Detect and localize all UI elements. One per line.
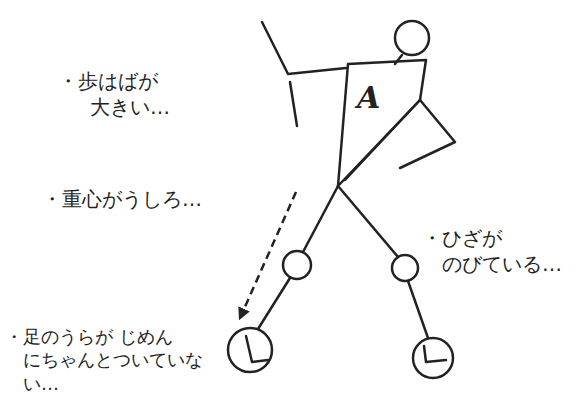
right-thigh	[338, 186, 398, 257]
left-arm	[262, 22, 346, 74]
right-arm	[400, 100, 455, 168]
center-of-gravity-arrow	[240, 192, 296, 318]
left-forearm	[290, 82, 297, 126]
left-foot-mark	[246, 336, 268, 362]
torso-outline	[335, 55, 459, 191]
annotation-note: ・ひざが のびている…	[422, 225, 566, 277]
left-shin	[258, 278, 290, 329]
annotation-note: ・重心がうしろ…	[42, 186, 202, 212]
annotation-note: ・歩はばが 大きい…	[58, 68, 190, 120]
left-knee	[283, 251, 311, 279]
right-arm	[345, 100, 420, 180]
torso-letter: A	[357, 83, 380, 113]
left-thigh	[303, 186, 338, 252]
annotation-note: ・足のうらが じめん にちゃんとついていな い…	[5, 325, 212, 395]
head	[395, 21, 429, 55]
left-foot	[228, 328, 272, 372]
torso-outline-path	[338, 60, 426, 186]
right-knee	[392, 255, 418, 281]
right-foot-mark	[424, 346, 446, 362]
right-foot	[413, 338, 453, 378]
torso-shape: A	[335, 55, 459, 191]
right-shin	[408, 281, 428, 338]
